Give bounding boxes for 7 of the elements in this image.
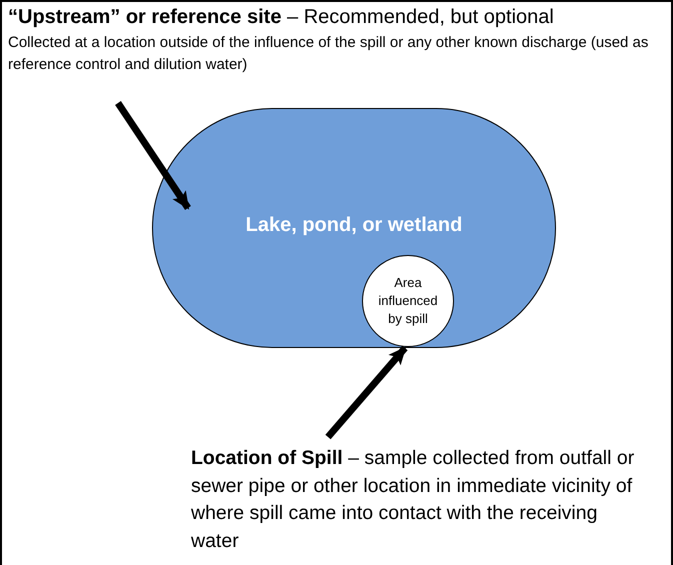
heading-text: “Upstream” or reference site – Recommended, but optional bbox=[8, 5, 555, 30]
arrow bbox=[325, 346, 408, 440]
lake-label: Lake, pond, or wetland bbox=[244, 213, 464, 237]
spill-location-text: Location of Spill – sample collected from outfall or sewer pipe or other location in immediate vicinity of where spill came into contact with the receiving water bbox=[191, 446, 636, 554]
description-text: Collected at a location outside of the influence of the spill or any other known discharge (used as reference control and dilution water) bbox=[8, 33, 650, 75]
spill-area-label: Area influenced by spill bbox=[377, 274, 439, 328]
arrow bbox=[115, 101, 191, 210]
